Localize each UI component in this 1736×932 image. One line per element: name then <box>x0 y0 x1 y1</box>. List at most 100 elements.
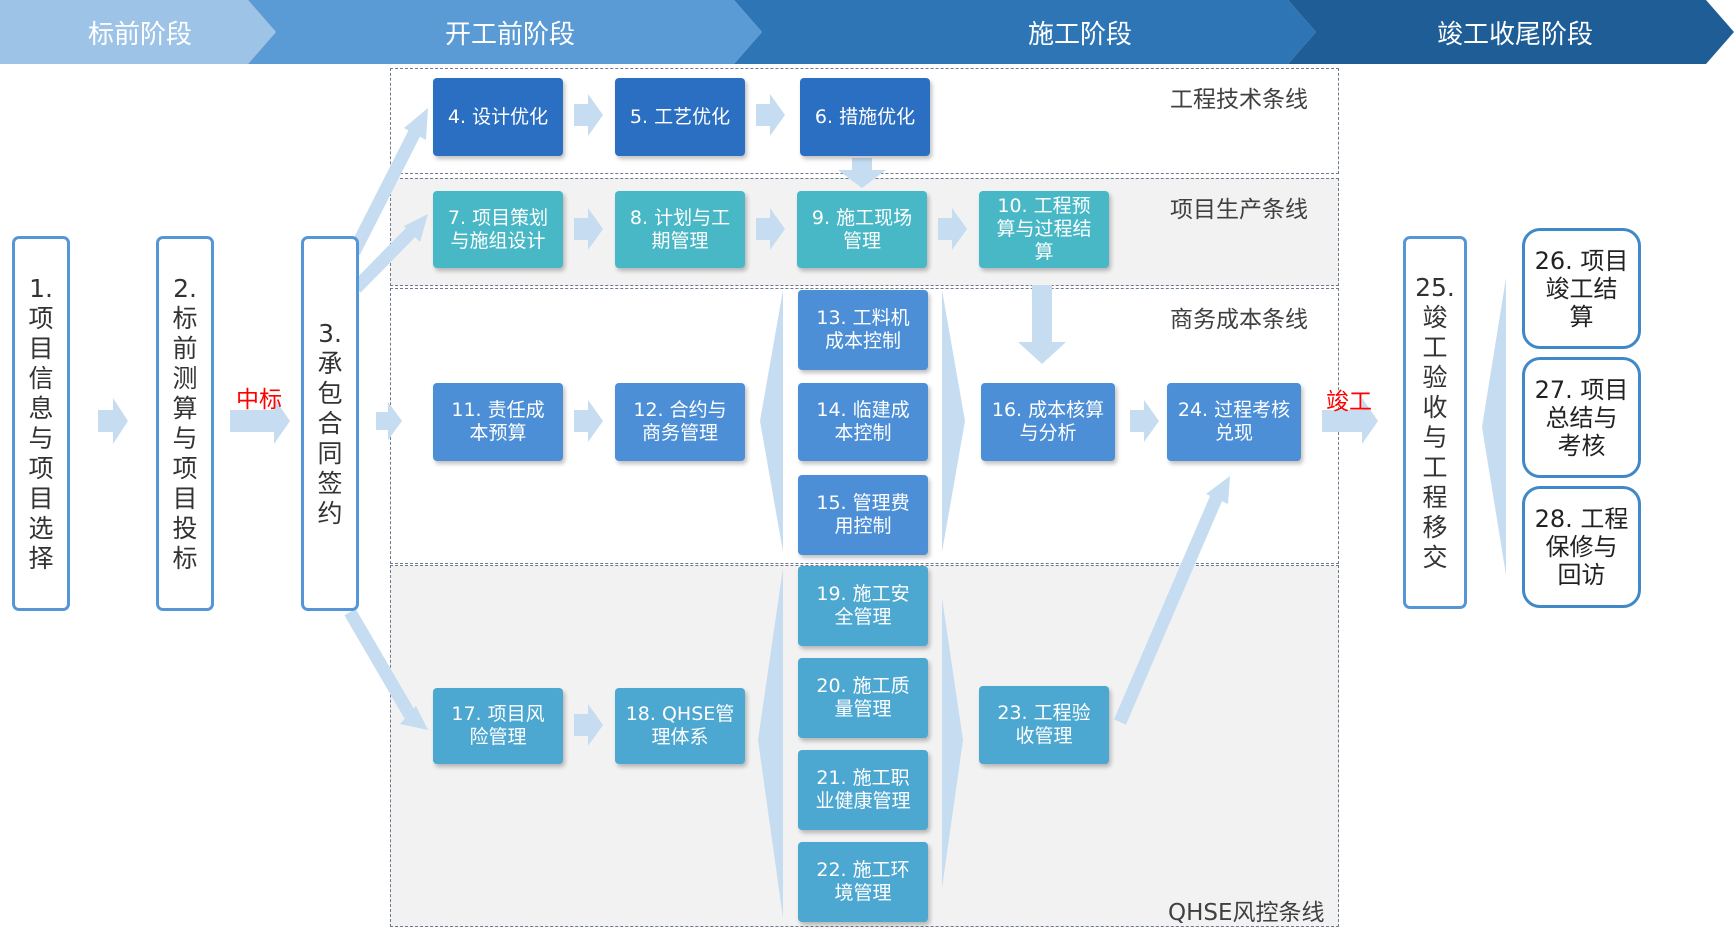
step-25-char: 收 <box>1422 392 1448 422</box>
step-1-char: 目 <box>28 333 54 363</box>
phase-header <box>0 0 1734 64</box>
arrowhead-3-4 <box>404 108 428 140</box>
box-21-health-management: 21. 施工职 业健康管理 <box>798 750 928 830</box>
step-3-char: 约 <box>317 498 343 528</box>
phase-shape-pre-bid <box>0 0 276 64</box>
label-win-bid: 中标 <box>236 387 282 413</box>
step-3-char: 3. <box>318 318 342 348</box>
arrowhead-3-17 <box>400 706 428 730</box>
lane-title-tech: 工程技术条线 <box>1170 87 1308 113</box>
box-24-assessment: 24. 过程考核 兑现 <box>1167 383 1301 461</box>
arrow-7-8 <box>574 208 603 250</box>
step-2-char: 目 <box>172 483 198 513</box>
step-1-char: 与 <box>28 423 54 453</box>
box-19-safety-management: 19. 施工安 全管理 <box>798 566 928 646</box>
arrow-24-25 <box>1322 398 1378 444</box>
arrow-3-17 <box>344 608 416 719</box>
box-26-final-settlement: 26. 项目 竣工结 算 <box>1522 228 1641 349</box>
arrowhead-3-7 <box>404 214 428 242</box>
arrow-3-11 <box>376 402 402 440</box>
phase-shape-construction <box>734 0 1316 64</box>
arrow-4-5 <box>574 94 603 136</box>
arrow-9-10 <box>938 208 967 250</box>
brace-left-closing <box>1482 278 1506 575</box>
box-12-contract-management: 12. 合约与 商务管理 <box>615 383 745 461</box>
label-completion: 竣工 <box>1326 389 1372 415</box>
box-17-risk-management: 17. 项目风 险管理 <box>433 688 563 764</box>
arrow-10-16 <box>1018 285 1066 364</box>
box-16-cost-accounting: 16. 成本核算 与分析 <box>981 383 1115 461</box>
arrow-17-18 <box>574 704 603 746</box>
box-5-process-optimization: 5. 工艺优化 <box>615 78 745 156</box>
step-1-char: 目 <box>28 483 54 513</box>
step-2-char: 测 <box>172 363 198 393</box>
step-3-char: 承 <box>317 348 343 378</box>
box-18-qhse-system: 18. QHSE管 理体系 <box>615 688 745 764</box>
box-15-overhead-cost: 15. 管理费 用控制 <box>798 475 928 555</box>
phase-construction: 施工阶段 <box>1027 20 1132 50</box>
step-1-char: 信 <box>28 363 54 393</box>
step-1-char: 1. <box>29 273 53 303</box>
step-2-char: 与 <box>172 423 198 453</box>
brace-left-qhse <box>758 568 783 918</box>
box-28-warranty-followup: 28. 工程 保修与 回访 <box>1522 486 1641 608</box>
step-25-char: 验 <box>1422 362 1448 392</box>
step-25-char: 竣 <box>1422 302 1448 332</box>
step-1-char: 择 <box>28 543 54 573</box>
arrow-1-2 <box>98 398 128 444</box>
lane-title-business: 商务成本条线 <box>1170 307 1308 333</box>
phase-shape-pre-start <box>248 0 762 64</box>
box-9-site-management: 9. 施工现场 管理 <box>797 191 927 268</box>
arrowhead-23-24 <box>1206 476 1230 504</box>
arrow-16-24 <box>1130 400 1159 442</box>
arrow-11-12 <box>574 400 603 442</box>
step-3-char: 同 <box>317 438 343 468</box>
step-2-char: 项 <box>172 453 198 483</box>
phase-pre-bid: 标前阶段 <box>87 20 192 50</box>
step-2-char: 标 <box>172 303 198 333</box>
box-27-summary-assessment: 27. 项目 总结与 考核 <box>1522 357 1641 478</box>
phase-completion: 竣工收尾阶段 <box>1436 20 1593 50</box>
step-2-char: 前 <box>172 333 198 363</box>
brace-right-qhse <box>942 598 963 888</box>
step-1-char: 项 <box>28 453 54 483</box>
box-22-environment-management: 22. 施工环 境管理 <box>798 842 928 922</box>
step-2-bid-estimate: 2. 标 前 测 算 与 项 目 投 标 <box>156 236 214 611</box>
phase-pre-start: 开工前阶段 <box>444 20 575 50</box>
step-25-char: 工 <box>1422 332 1448 362</box>
lane-title-production: 项目生产条线 <box>1170 197 1308 223</box>
step-3-char: 合 <box>317 408 343 438</box>
step-1-char: 选 <box>28 513 54 543</box>
step-1-project-selection: 1. 项 目 信 息 与 项 目 选 择 <box>12 236 70 611</box>
step-2-char: 2. <box>173 273 197 303</box>
step-2-char: 算 <box>172 393 198 423</box>
box-4-design-optimization: 4. 设计优化 <box>433 78 563 156</box>
arrow-23-24 <box>1114 491 1224 725</box>
box-11-responsibility-cost: 11. 责任成 本预算 <box>433 383 563 461</box>
box-14-temporary-cost: 14. 临建成 本控制 <box>798 383 928 461</box>
step-25-char: 25. <box>1415 272 1455 302</box>
arrow-6-9 <box>838 158 886 188</box>
brace-left-cost <box>760 290 783 552</box>
box-8-schedule-management: 8. 计划与工 期管理 <box>615 191 745 268</box>
step-3-char: 包 <box>317 378 343 408</box>
arrow-3-4 <box>348 125 423 255</box>
step-3-contract-signing: 3. 承 包 合 同 签 约 <box>301 236 359 611</box>
arrow-5-6 <box>756 94 785 136</box>
step-2-char: 标 <box>172 543 198 573</box>
box-23-acceptance-management: 23. 工程验 收管理 <box>979 686 1109 764</box>
lane-title-qhse: QHSE风控条线 <box>1168 900 1325 926</box>
step-2-char: 投 <box>172 513 198 543</box>
step-25-char: 程 <box>1422 482 1448 512</box>
box-6-measure-optimization: 6. 措施优化 <box>800 78 930 156</box>
box-20-quality-management: 20. 施工质 量管理 <box>798 658 928 738</box>
step-1-char: 项 <box>28 303 54 333</box>
arrow-2-3 <box>230 398 290 444</box>
box-13-material-cost: 13. 工料机 成本控制 <box>798 290 928 370</box>
step-25-char: 移 <box>1422 512 1448 542</box>
step-25-acceptance-handover: 25. 竣 工 验 收 与 工 程 移 交 <box>1403 236 1467 609</box>
arrow-3-7 <box>351 223 420 293</box>
box-10-budget-settlement: 10. 工程预 算与过程结 算 <box>979 191 1109 268</box>
phase-shape-completion <box>1288 0 1734 64</box>
